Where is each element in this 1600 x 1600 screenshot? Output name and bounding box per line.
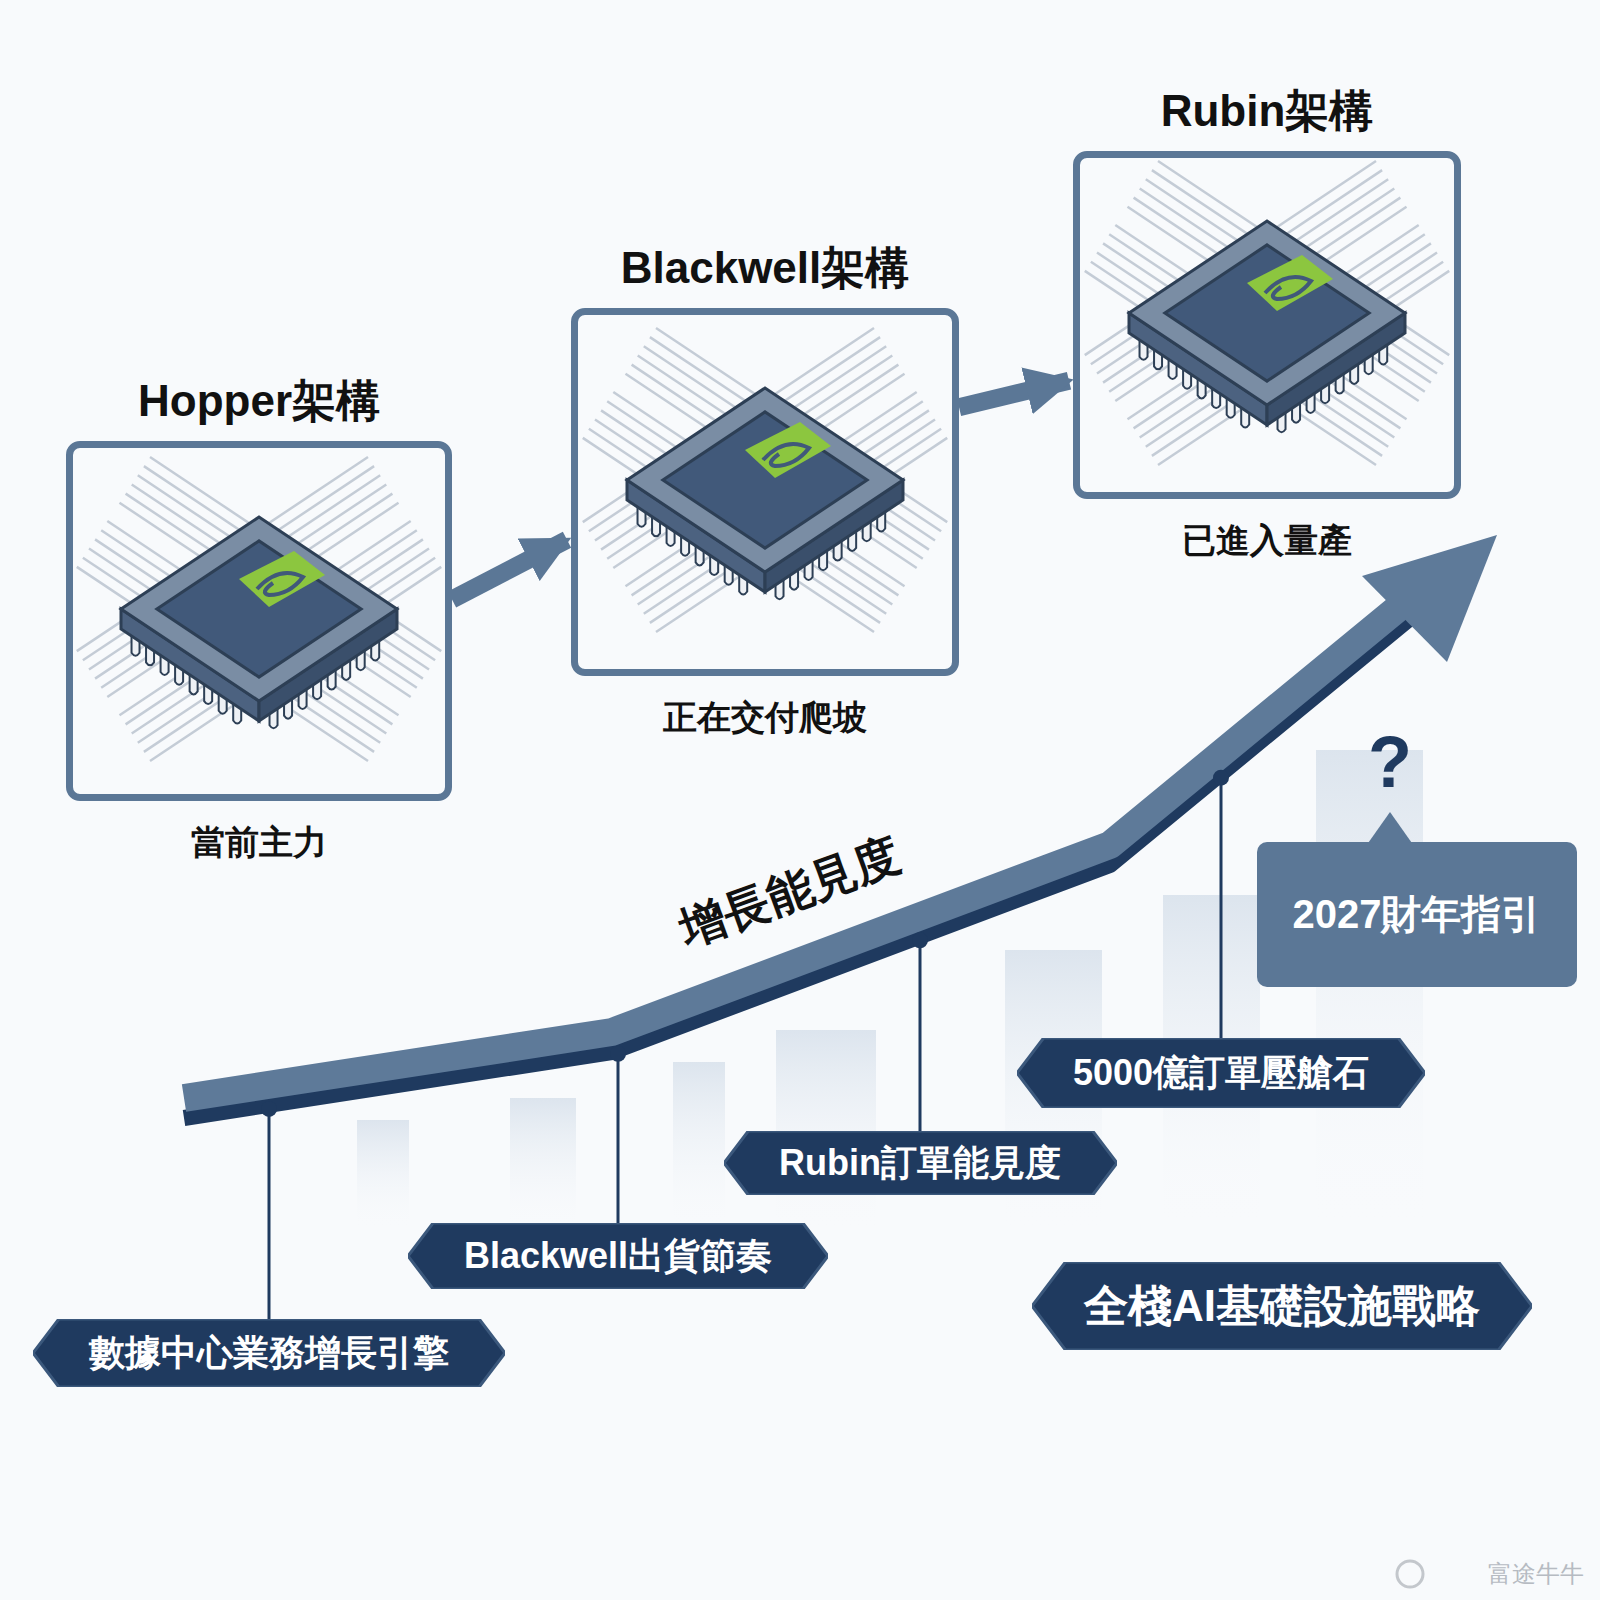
- tag-outline: [33, 1319, 505, 1387]
- leader-dot: [912, 932, 928, 948]
- tag-text: 數據中心業務增長引擎: [89, 1329, 449, 1378]
- leader-line: [1220, 778, 1223, 1038]
- tag-text: 5000億訂單壓艙石: [1073, 1049, 1369, 1098]
- bar: [510, 1098, 576, 1230]
- architecture-heading: Hopper架構: [138, 372, 380, 431]
- chip-die: [157, 541, 361, 677]
- status-caption: 正在交付爬坡: [663, 695, 867, 741]
- flow-arrow: [959, 381, 1069, 408]
- architecture-heading: Blackwell架構: [621, 239, 910, 298]
- flow-arrow: [452, 540, 567, 600]
- bar: [357, 1120, 409, 1230]
- leader-dot: [261, 1101, 277, 1117]
- arrow-head: [1362, 535, 1497, 662]
- tag-text: Blackwell出貨節奏: [464, 1232, 772, 1281]
- bar: [673, 1062, 725, 1230]
- tag-banner: Rubin訂單能見度: [724, 1131, 1117, 1195]
- callout-box: 2027財年指引: [1257, 842, 1577, 987]
- tag-outline: [1017, 1038, 1425, 1108]
- arrow-band: [184, 590, 1420, 1098]
- callout-pointer: [1366, 812, 1414, 846]
- leader-dot: [1213, 770, 1229, 786]
- architecture-box: Rubin架構已進入量產: [1073, 151, 1461, 499]
- status-caption: 已進入量產: [1182, 518, 1352, 564]
- tag-outline: [1032, 1262, 1532, 1350]
- tag-text: Rubin訂單能見度: [779, 1139, 1061, 1188]
- architecture-box: Hopper架構當前主力: [66, 441, 452, 801]
- chip-illustration: [1085, 161, 1449, 465]
- chip-die: [1165, 245, 1369, 381]
- tag-banner: Blackwell出貨節奏: [408, 1223, 828, 1289]
- chip-logo-swirl: [763, 444, 809, 466]
- leader-line: [919, 940, 922, 1131]
- watermark: 富途牛牛: [1488, 1558, 1584, 1590]
- tag-text: 全棧AI基礎設施戰略: [1084, 1277, 1480, 1336]
- watermark-logo: [1397, 1561, 1423, 1587]
- tag-banner: 全棧AI基礎設施戰略: [1032, 1262, 1532, 1350]
- architecture-box: Blackwell架構正在交付爬坡: [571, 308, 959, 676]
- tag-outline: [408, 1223, 828, 1289]
- architecture-heading: Rubin架構: [1161, 82, 1374, 141]
- chip-top: [1129, 221, 1405, 405]
- leader-line: [268, 1109, 271, 1319]
- chip-top: [121, 517, 397, 701]
- tag-banner: 數據中心業務增長引擎: [33, 1319, 505, 1387]
- tag-text: 2027財年指引: [1293, 887, 1542, 942]
- chip-top: [627, 388, 903, 572]
- background-bars: [357, 750, 1423, 1230]
- chip-logo-swirl: [257, 573, 303, 595]
- chip-illustration: [77, 457, 441, 761]
- leader-dot: [610, 1046, 626, 1062]
- tag-banner: 5000億訂單壓艙石: [1017, 1038, 1425, 1108]
- bar: [776, 1030, 876, 1230]
- chip-illustration: [583, 328, 947, 632]
- question-mark: ?: [1368, 721, 1412, 803]
- bar: [1316, 750, 1423, 1230]
- chip-logo-swirl: [1265, 277, 1311, 299]
- tag-outline: [724, 1131, 1117, 1195]
- chip-logo: [1247, 255, 1333, 311]
- chip-logo: [745, 422, 831, 478]
- chip-logo: [239, 551, 325, 607]
- leader-line: [617, 1054, 620, 1223]
- status-caption: 當前主力: [191, 820, 327, 866]
- chip-die: [663, 412, 867, 548]
